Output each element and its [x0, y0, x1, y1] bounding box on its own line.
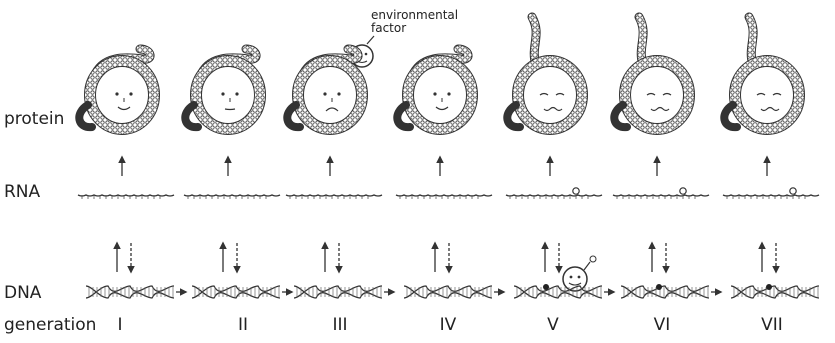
protein-vi — [614, 17, 689, 129]
generation-numeral: VII — [761, 315, 783, 335]
rna-strand-iii — [286, 195, 382, 199]
generation-numeral: II — [238, 315, 248, 335]
dna-helix-vi — [621, 284, 721, 298]
protein-i — [79, 49, 154, 129]
rna-strand-i — [78, 195, 174, 199]
rna-strand-vi — [613, 188, 709, 199]
generation-numeral: I — [117, 315, 122, 335]
rna-strand-v — [506, 188, 602, 199]
dna-methyl-mark — [543, 284, 549, 290]
dna-helix-ii — [192, 286, 292, 298]
dna-row-label: DNA — [4, 283, 42, 303]
generation-numeral: V — [547, 315, 559, 335]
generation-numeral: IV — [440, 315, 457, 335]
dna-helix-i — [86, 286, 186, 298]
generation-numeral: III — [332, 315, 347, 335]
environmental-factor-line1: environmental — [371, 8, 458, 22]
rna-strand-vii — [723, 188, 819, 199]
rna-row-label: RNA — [4, 182, 41, 202]
dna-helix-v — [514, 284, 614, 298]
protein-iv — [397, 49, 472, 129]
rna-methyl-mark — [790, 188, 796, 194]
rna-methyl-mark — [680, 188, 686, 194]
protein-iii — [287, 49, 362, 129]
generation-numeral: VI — [654, 315, 671, 335]
rna-strand-ii — [184, 195, 280, 199]
dna-methyl-mark — [656, 284, 662, 290]
protein-ii — [185, 49, 260, 129]
dna-methyl-mark — [766, 284, 772, 290]
dna-helix-vii — [731, 284, 819, 298]
environmental-factor-line2: factor — [371, 21, 406, 35]
dna-helix-iv — [404, 286, 504, 298]
environmental-factor-label: environmental factor — [371, 8, 462, 35]
dna-helix-iii — [294, 286, 394, 298]
protein-v — [507, 17, 582, 129]
generation-row-label: generation — [4, 315, 96, 335]
protein-row-label: protein — [4, 109, 64, 129]
rna-strand-iv — [396, 195, 492, 199]
rna-methyl-mark — [573, 188, 579, 194]
protein-vii — [724, 17, 799, 129]
